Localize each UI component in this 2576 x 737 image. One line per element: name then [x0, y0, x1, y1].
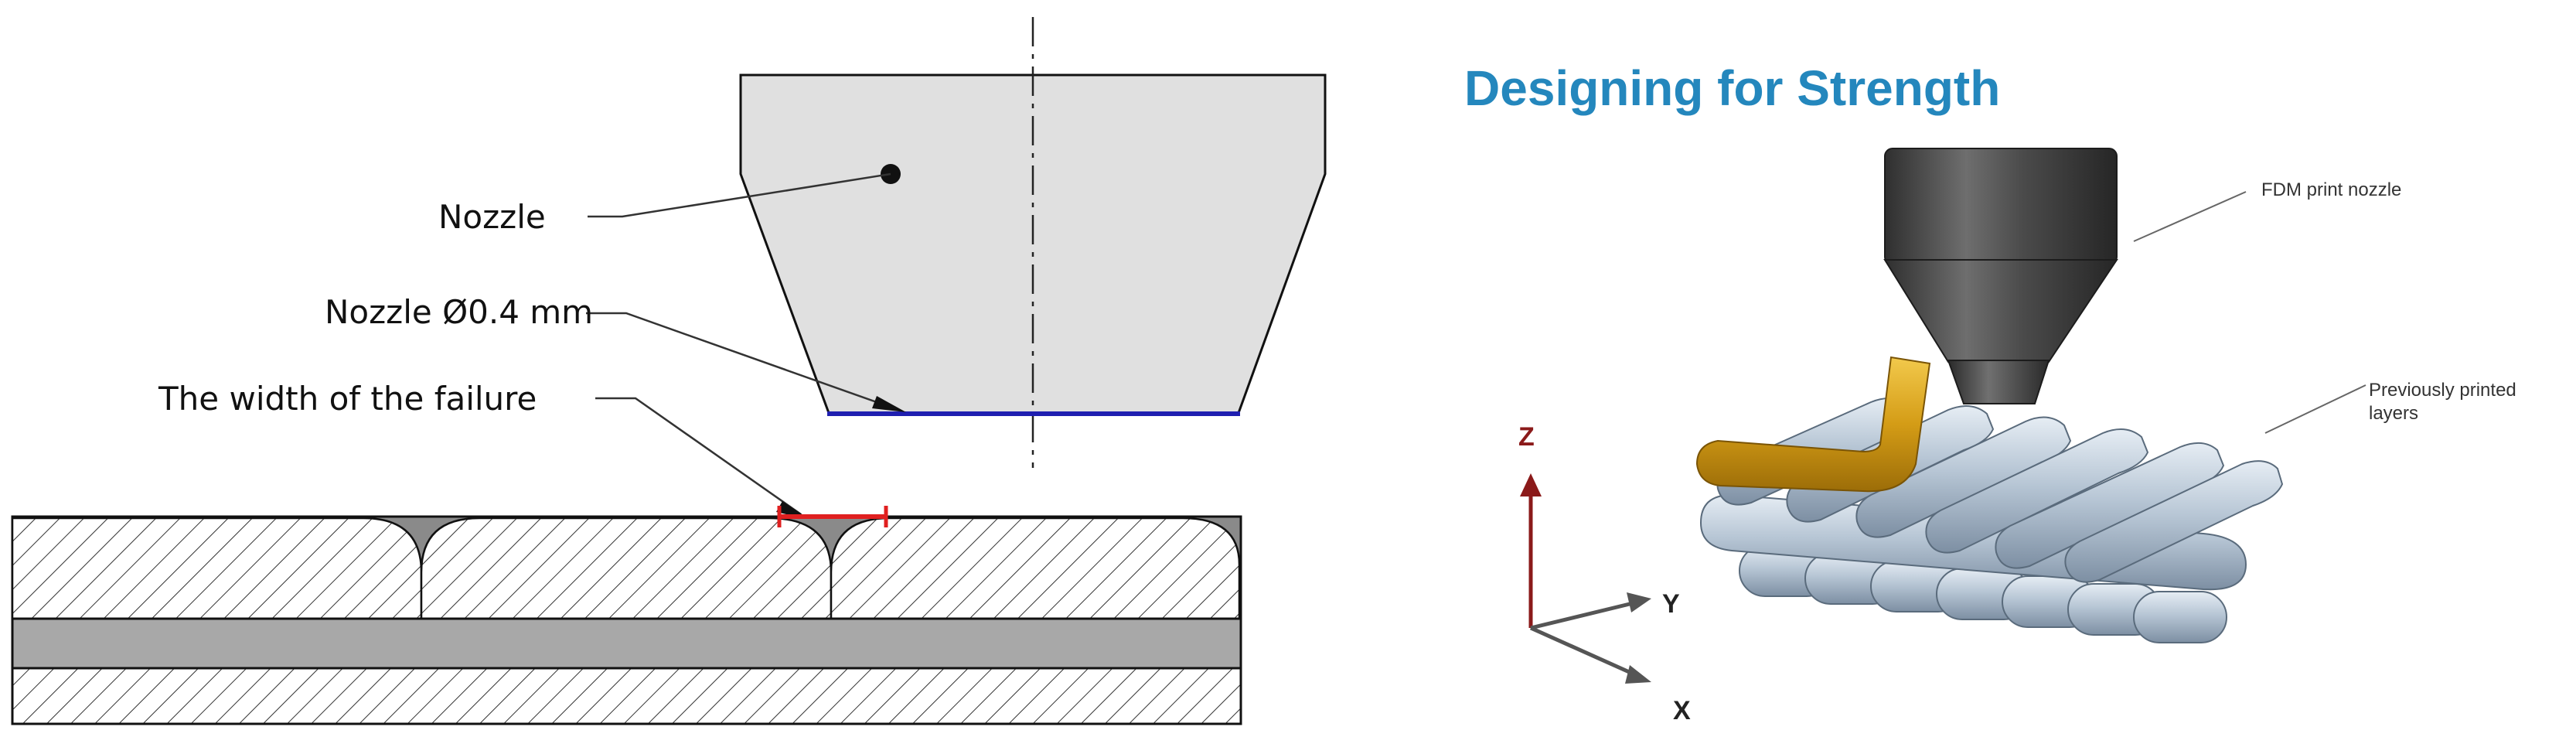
nozzle-leader-line: [588, 172, 891, 218]
failure-width-leader-line: [595, 397, 802, 516]
bead-1: [11, 517, 423, 620]
failure-width-marker: [777, 506, 888, 527]
x-axis-arrowhead: [1625, 665, 1651, 684]
print-nozzle-callout-line: [2133, 191, 2247, 242]
nozzle-diameter-arrow: [872, 396, 906, 412]
bottom-layer: [11, 667, 1242, 725]
y-axis-line: [1530, 601, 1634, 630]
print-nozzle: [1883, 148, 2118, 404]
filament-bead: [1695, 356, 1931, 493]
x-axis-label: X: [1673, 696, 1691, 725]
left-cross-section-diagram: Nozzle Nozzle Ø0.4 mm The width of the f…: [11, 17, 1327, 725]
z-axis-arrowhead: [1520, 473, 1542, 496]
previous-layers-label-line2: layers: [2369, 403, 2418, 424]
previous-layers-label-line1: Previously printed: [2369, 380, 2516, 401]
previously-printed-layers: [1699, 398, 2284, 643]
failure-width-label: The width of the failure: [158, 380, 537, 418]
bottom-row-rods: [1739, 544, 2227, 643]
coordinate-axes: Z Y X: [1518, 422, 1691, 725]
y-axis-label: Y: [1662, 589, 1680, 619]
nozzle-barrel: [1884, 148, 2118, 265]
nozzle-label: Nozzle: [438, 198, 546, 236]
middle-layer: [11, 617, 1242, 670]
layers-callout-line: [2264, 384, 2366, 434]
figure-title: Designing for Strength: [1464, 60, 2000, 116]
nozzle-tip: [1947, 360, 2050, 404]
nozzle-diameter-label: Nozzle Ø0.4 mm: [325, 293, 593, 331]
print-nozzle-label: FDM print nozzle: [2261, 179, 2401, 200]
extruded-filament: [1695, 356, 1931, 493]
nozzle-cone: [1883, 259, 2118, 363]
y-axis-arrowhead: [1627, 592, 1651, 612]
bead-2: [420, 517, 833, 620]
bead-3: [830, 517, 1241, 620]
nozzle-diameter-leader-line: [586, 312, 899, 411]
right-fdm-illustration: Designing for Strength: [1464, 60, 2516, 725]
z-axis-label: Z: [1518, 422, 1535, 452]
x-axis-line: [1529, 626, 1636, 677]
